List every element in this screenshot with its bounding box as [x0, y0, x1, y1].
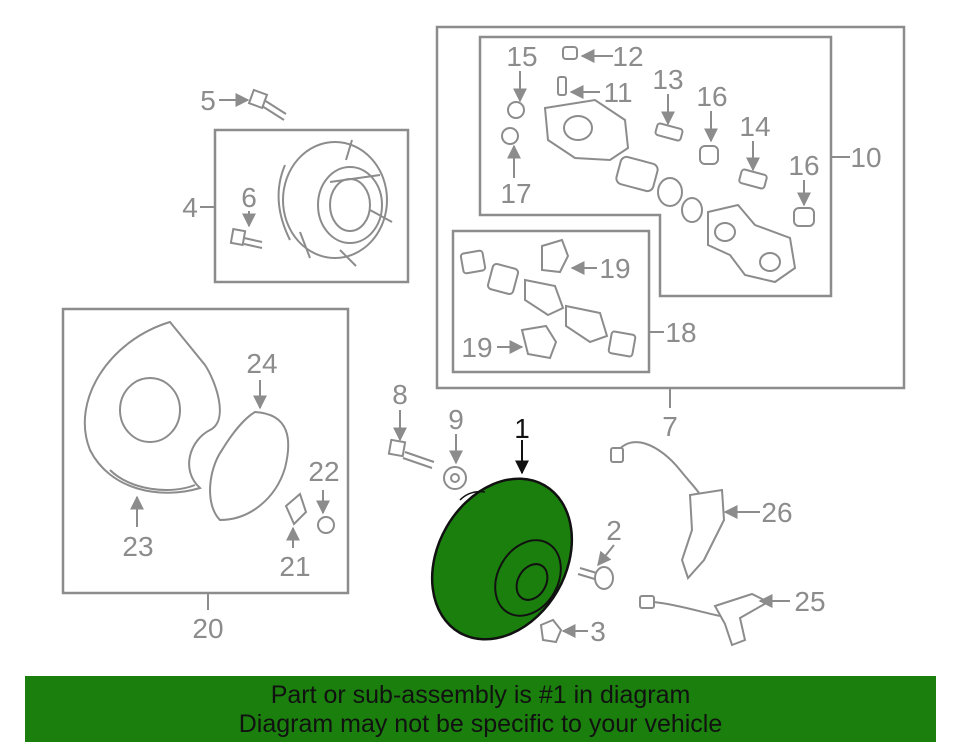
screw-2	[577, 566, 614, 590]
callout-15: 15	[506, 41, 537, 72]
brake-pad-kit-frame	[451, 229, 651, 374]
callout-3: 3	[590, 616, 606, 647]
callout-18: 18	[665, 317, 696, 348]
callout-11: 11	[603, 77, 632, 108]
callout-23: 23	[122, 531, 153, 562]
callout-7: 7	[662, 411, 678, 442]
hub-bolt-6	[229, 227, 263, 249]
bolt-8	[387, 438, 435, 469]
callout-9: 9	[448, 404, 464, 435]
pad-clips	[520, 238, 570, 360]
caliper-housing	[543, 98, 703, 223]
nut-3	[539, 618, 563, 644]
banner-line-2: Diagram may not be specific to your vehi…	[238, 710, 723, 738]
callout-1: 1	[514, 413, 530, 444]
callout-16-upper: 16	[696, 81, 727, 112]
parking-brake-shoe	[209, 410, 290, 522]
callout-19-lower: 19	[461, 332, 492, 363]
callout-2: 2	[606, 515, 622, 546]
callout-25: 25	[794, 586, 825, 617]
small-hardware-21-22	[284, 492, 335, 534]
callout-10: 10	[850, 142, 881, 173]
caliper-small-parts	[501, 46, 815, 227]
callout-14: 14	[739, 111, 770, 142]
caliper-bracket	[707, 203, 797, 284]
hub-bolt-5	[247, 88, 287, 121]
callout-8: 8	[392, 379, 408, 410]
caliper-assembly-inner-frame	[478, 35, 833, 298]
callout-12: 12	[612, 41, 643, 72]
brake-pads	[459, 249, 637, 358]
wheel-hub-bearing	[277, 139, 393, 267]
washer-9	[443, 466, 467, 490]
callout-17: 17	[500, 178, 531, 209]
abs-sensor-25	[639, 592, 771, 647]
backing-plate-frame	[61, 307, 350, 595]
callout-13: 13	[652, 64, 683, 95]
callout-22: 22	[308, 456, 339, 487]
callout-4: 4	[182, 192, 198, 223]
callout-5: 5	[200, 85, 216, 116]
brake-rotor	[430, 477, 574, 641]
dust-shield-backing-plate	[83, 320, 221, 494]
callout-21: 21	[279, 551, 310, 582]
callout-24: 24	[246, 348, 277, 379]
banner-line-1: Part or sub-assembly is #1 in diagram	[270, 681, 691, 709]
callout-26: 26	[761, 497, 792, 528]
callout-20: 20	[192, 613, 223, 644]
callout-16-lower: 16	[788, 150, 819, 181]
callout-6: 6	[241, 182, 257, 213]
abs-sensor-26	[610, 441, 726, 580]
callout-19-upper: 19	[599, 253, 630, 284]
disclaimer-banner: Part or sub-assembly is #1 in diagram Di…	[25, 676, 936, 742]
